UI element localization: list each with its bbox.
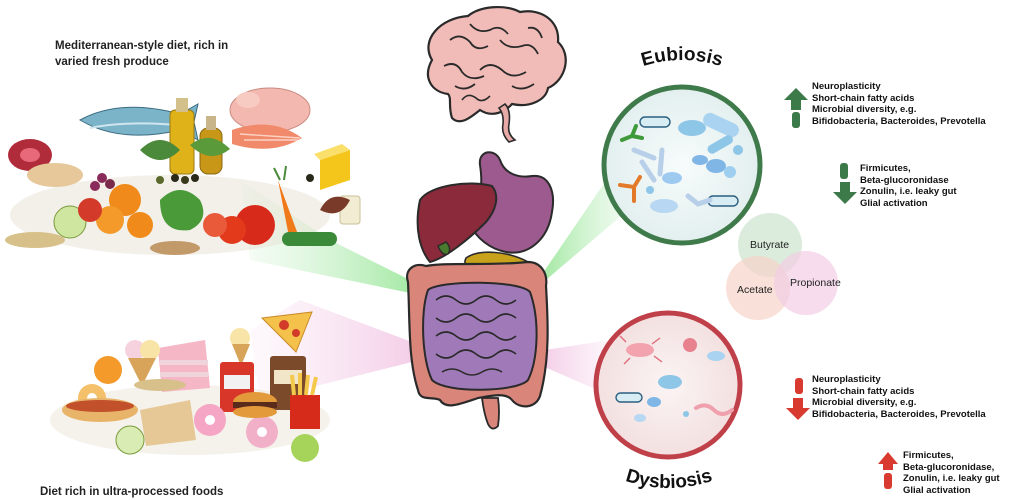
list-item: Neuroplasticity: [812, 81, 986, 93]
eubiosis-small-up-arrow-icon: [840, 163, 848, 179]
mediterranean-food-illustration: [5, 88, 360, 255]
brain-icon: [428, 7, 566, 142]
list-item: Microbial diversity, e.g.: [812, 104, 986, 116]
dysbiosis-small-up-arrow-icon: [884, 473, 892, 489]
list-item: Firmicutes,: [903, 450, 1000, 462]
dysbiosis-decreased-list: Neuroplasticity Short-chain fatty acids …: [812, 374, 986, 420]
dysbiosis-increased-list: Firmicutes, Beta-glucoronidase, Zonulin,…: [903, 450, 1000, 496]
list-item: Firmicutes,: [860, 163, 957, 175]
list-item: Zonulin, i.e. leaky gut: [860, 186, 957, 198]
eubiosis-title: Eubiosis: [639, 44, 725, 71]
eubiosis-microbiome-circle: [604, 87, 760, 243]
healthy-diet-label-line1: Mediterranean-style diet, rich in: [55, 38, 228, 54]
eubiosis-small-down-arrow-icon: [792, 112, 800, 128]
acetate-label: Acetate: [737, 284, 773, 296]
list-item: Short-chain fatty acids: [812, 386, 986, 398]
eubiosis-down-arrow-icon: [833, 182, 857, 204]
list-item: Zonulin, i.e. leaky gut: [903, 473, 1000, 485]
eubiosis-up-arrow-icon: [784, 88, 808, 110]
list-item: Short-chain fatty acids: [812, 93, 986, 105]
dysbiosis-small-arrow-icon: [795, 378, 803, 394]
list-item: Glial activation: [903, 485, 1000, 497]
dysbiosis-title: Dysbiosis: [623, 465, 714, 493]
ultra-processed-food-illustration: [50, 312, 330, 462]
list-item: Bifidobacteria, Bacteroides, Prevotella: [812, 116, 986, 128]
dysbiosis-microbiome-circle: [596, 313, 740, 457]
list-item: Neuroplasticity: [812, 374, 986, 386]
healthy-diet-label-line2: varied fresh produce: [55, 54, 228, 70]
processed-diet-label: Diet rich in ultra-processed foods: [40, 484, 223, 500]
eubiosis-decreased-list: Firmicutes, Beta-glucoronidase Zonulin, …: [860, 163, 957, 209]
dysbiosis-up-arrow-icon: [878, 452, 898, 470]
digestive-system-icon: [407, 152, 553, 428]
list-item: Glial activation: [860, 198, 957, 210]
eubiosis-increased-list: Neuroplasticity Short-chain fatty acids …: [812, 81, 986, 127]
dysbiosis-down-arrow-icon: [786, 398, 810, 420]
propionate-label: Propionate: [790, 277, 841, 289]
list-item: Beta-glucoronidase,: [903, 462, 1000, 474]
scfa-venn-diagram: [726, 213, 838, 320]
butyrate-label: Butyrate: [750, 239, 789, 251]
list-item: Microbial diversity, e.g.: [812, 397, 986, 409]
healthy-diet-label: Mediterranean-style diet, rich in varied…: [55, 38, 228, 70]
list-item: Bifidobacteria, Bacteroides, Prevotella: [812, 409, 986, 421]
list-item: Beta-glucoronidase: [860, 175, 957, 187]
